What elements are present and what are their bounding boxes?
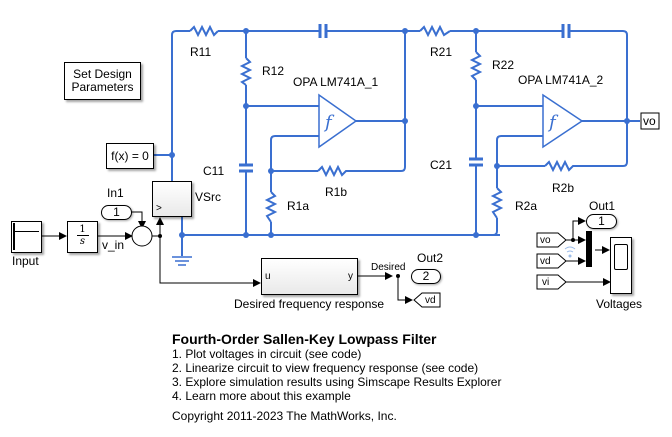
- from-vd-tag: [536, 253, 567, 269]
- physical-wires: [153, 30, 640, 256]
- goto-vo-tag: [640, 112, 660, 130]
- solver-label: f(x) = 0: [111, 149, 149, 163]
- model-annotation: Fourth-Order Sallen-Key Lowpass Filter 1…: [172, 331, 501, 423]
- wire: [580, 30, 628, 121]
- resistor-r11: [189, 24, 219, 38]
- wireless-signal-icon: [564, 246, 576, 253]
- wire: [270, 135, 319, 171]
- opamps: [318, 93, 584, 149]
- wire: [171, 30, 190, 185]
- goto-vo-label: vo: [643, 114, 656, 128]
- resistor-r22: [469, 51, 483, 81]
- port-u: u: [265, 271, 271, 282]
- desired-signal-label: Desired: [371, 262, 406, 273]
- goto-vd-tag: [413, 292, 441, 308]
- opamp-1-triangle: [318, 93, 358, 149]
- wire: [496, 135, 543, 166]
- r1b-label: R1b: [325, 185, 348, 199]
- opamp-1-label: OPA LM741A_1: [293, 75, 379, 89]
- scope-screen-icon: [614, 244, 628, 270]
- wire: [476, 218, 498, 236]
- mux-block[interactable]: [586, 231, 592, 267]
- input-signal-block[interactable]: [11, 221, 42, 253]
- outport-out1[interactable]: 1: [586, 214, 617, 229]
- vsrc-label: VSrc: [195, 190, 222, 204]
- capacitor-c-top1: [318, 24, 328, 38]
- in1-label: In1: [107, 186, 124, 200]
- resistor-r1b: [317, 164, 360, 178]
- integrator-denominator: s: [79, 236, 86, 247]
- capacitor-c11: [239, 163, 253, 173]
- annotation-link-learn-more[interactable]: 4. Learn more about this example: [172, 389, 351, 403]
- vsrc-block[interactable]: >: [152, 181, 192, 217]
- opamp-2-label: OPA LM741A_2: [518, 73, 604, 87]
- r1a-label: R1a: [287, 199, 310, 213]
- set-design-label: Set Design Parameters: [71, 67, 134, 94]
- annotation-link-linearize[interactable]: 2. Linearize circuit to view frequency r…: [172, 361, 479, 375]
- from-vo-tag: [536, 232, 567, 248]
- desired-block-label: Desired frequency response: [234, 297, 385, 311]
- vsrc-input-port: >: [156, 203, 162, 214]
- signal-wires: [42, 211, 611, 304]
- capacitor-c21: [469, 157, 483, 167]
- resistor-r2b: [544, 159, 580, 173]
- inport-in1[interactable]: 1: [101, 205, 132, 220]
- integrator-numerator: 1: [79, 224, 86, 235]
- wire: [580, 121, 628, 167]
- resistor-r2a: [490, 187, 504, 219]
- resistors: [189, 24, 580, 223]
- resistor-r1a: [264, 191, 278, 223]
- from-vi-label: vi: [542, 277, 550, 288]
- desired-frequency-response-block[interactable]: u y: [261, 258, 358, 295]
- opamp-2-triangle: [542, 93, 584, 149]
- ground-icon: [172, 256, 192, 266]
- c11-label: C11: [203, 164, 225, 178]
- sum-block[interactable]: [131, 225, 153, 247]
- integrator-block[interactable]: 1 s: [67, 221, 98, 253]
- out1-label: Out1: [589, 199, 616, 213]
- solver-config-block[interactable]: f(x) = 0: [106, 143, 154, 169]
- r21-label: R21: [430, 45, 453, 59]
- from-vo-label: vo: [540, 235, 551, 246]
- input-label: Input: [12, 254, 39, 268]
- from-vi-tag: [536, 274, 567, 290]
- port-y: y: [348, 271, 353, 282]
- annotation-title: Fourth-Order Sallen-Key Lowpass Filter: [172, 331, 437, 347]
- from-vd-label: vd: [540, 256, 551, 267]
- annotation-link-plot-voltages[interactable]: 1. Plot voltages in circuit (see code): [172, 347, 362, 361]
- annotation-link-results-explorer[interactable]: 3. Explore simulation results using Sims…: [172, 375, 502, 389]
- r2b-label: R2b: [552, 181, 575, 195]
- capacitor-c-top2: [561, 24, 571, 38]
- v-in-signal-label: v_in: [102, 238, 125, 252]
- out2-label: Out2: [417, 251, 444, 265]
- resistor-r12: [239, 57, 253, 86]
- junctions: [169, 28, 630, 238]
- voltages-scope-block[interactable]: [610, 237, 632, 294]
- copyright-text: Copyright 2011-2023 The MathWorks, Inc.: [172, 409, 397, 423]
- r11-label: R11: [190, 45, 212, 59]
- resistor-r21: [419, 24, 451, 38]
- r2a-label: R2a: [515, 199, 538, 213]
- r12-label: R12: [262, 64, 285, 78]
- c21-label: C21: [430, 158, 453, 172]
- scope-label: Voltages: [596, 297, 643, 311]
- r22-label: R22: [492, 58, 515, 72]
- goto-vd-label: vd: [425, 295, 436, 306]
- set-design-parameters-button[interactable]: Set Design Parameters: [64, 62, 141, 100]
- outport-out2[interactable]: 2: [411, 269, 441, 284]
- wire: [360, 31, 406, 172]
